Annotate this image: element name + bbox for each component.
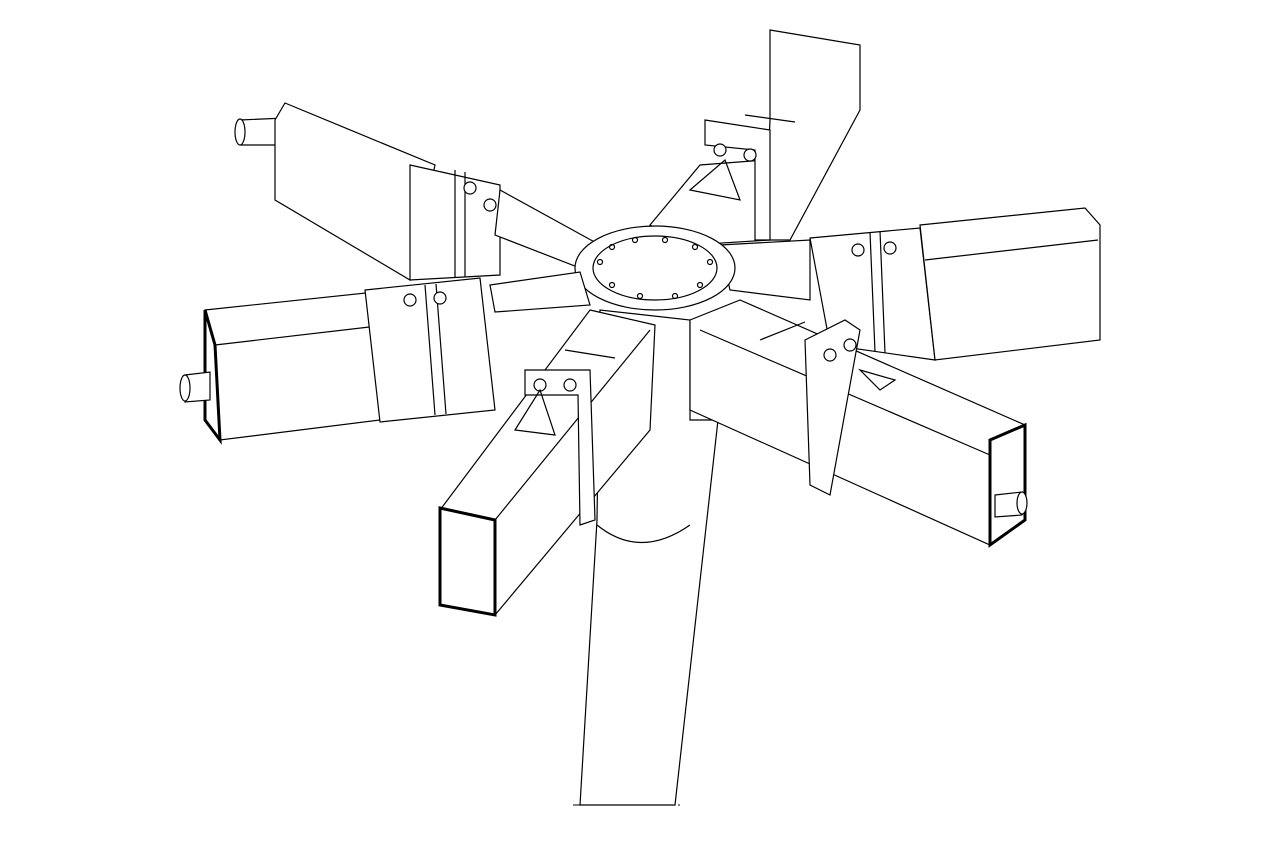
bolt (843, 338, 857, 352)
hub-flange (574, 225, 736, 311)
arm-back-left (234, 102, 601, 281)
flange-bolt-holes (596, 236, 714, 300)
clamp-plate (804, 319, 861, 496)
bolt (463, 181, 477, 195)
arm-left-front (179, 271, 591, 445)
arm-back-right (719, 207, 1101, 361)
bolt (851, 243, 865, 257)
clamp-plate (704, 119, 771, 241)
tube-end (988, 422, 1027, 548)
clamp-plate (524, 369, 596, 526)
bolt (483, 198, 497, 212)
bolt (823, 348, 837, 362)
arm-right-front (689, 299, 1028, 548)
tube-end (438, 506, 497, 617)
bolt (743, 148, 757, 162)
arm-top-back (649, 29, 861, 246)
bolt (403, 293, 417, 307)
bolt (563, 378, 577, 392)
rod (994, 491, 1023, 518)
arm-front (438, 309, 656, 617)
bolt (883, 241, 897, 255)
bolt (433, 291, 447, 305)
bolt (713, 143, 727, 157)
